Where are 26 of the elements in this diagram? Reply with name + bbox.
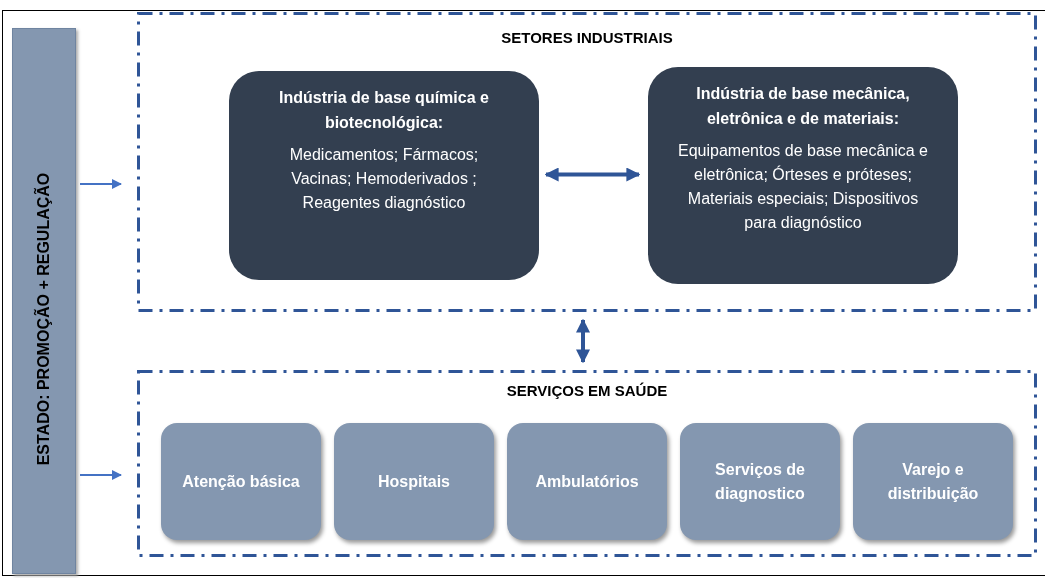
card-label: Hospitais [378,471,450,492]
card-body: Medicamentos; Fármacos; Vacinas; Hemoderivados ; Reagentes diagnóstico [288,145,480,213]
card-label: Varejo e distribuição [886,459,980,504]
group-frame [137,12,1037,312]
service-card [161,423,321,540]
group-heading: SERVIÇOS EM SAÚDE [505,382,669,399]
service-card [334,423,494,540]
card-heading: Indústria de base mecânica, eletrônica e de materiais: [695,84,911,129]
service-card [507,423,667,540]
arrow [576,318,590,364]
card-label: Ambulatórios [535,471,639,492]
arrow [544,167,641,182]
card-body: Equipamentos de base mecânica e eletrônica; Órteses e próteses; Materiais especiais; Dispositivos para diagnóstico [677,141,929,233]
sector-card [229,71,539,280]
group-heading: SETORES INDUSTRIAIS [500,29,674,46]
service-card [680,423,840,540]
group-frame [137,370,1037,557]
bar-label: ESTADO: PROMOÇÃO + REGULAÇÃO [35,172,53,466]
arrow [79,470,122,480]
sector-card [648,67,958,284]
card-label: Atenção básica [182,471,300,492]
card-label: Serviços de diagnostico [714,459,806,504]
service-card [853,423,1013,540]
arrow [79,179,122,189]
side-bar [12,28,76,574]
card-heading: Indústria de base química e biotecnológica: [278,88,490,133]
